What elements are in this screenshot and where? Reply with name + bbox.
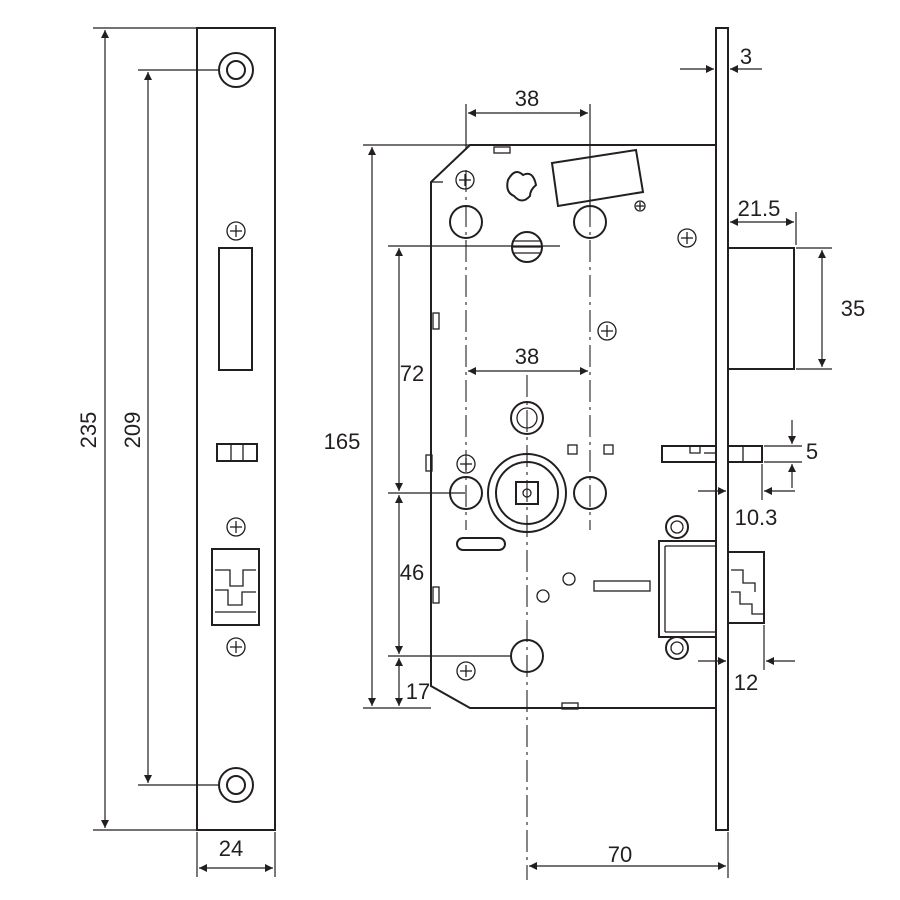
faceplate-screw-icon: [226, 221, 246, 241]
handle-cylinder-label: 46: [400, 560, 424, 585]
top-screw-hole-icon: [218, 52, 254, 88]
spring-coil-icon: [511, 231, 543, 263]
screw-spacing-label: 209: [120, 412, 145, 449]
handle-top-spacing-label: 72: [400, 361, 424, 386]
body-dimensions: 3 38 21.5 35 165 72 46 17 38: [324, 44, 865, 878]
trigger-slot: [216, 443, 258, 462]
faceplate-outline: [196, 27, 276, 831]
faceplate-thickness-label: 3: [740, 44, 752, 69]
deadbolt-opening: [211, 548, 260, 626]
deadbolt-slot-label: 5: [806, 439, 818, 464]
faceplate-dimensions: 235 209 24: [76, 27, 276, 877]
bolt-bar: [593, 580, 651, 592]
latch-height-label: 35: [841, 296, 865, 321]
latch-bolt: [728, 247, 795, 370]
case-screw-icon: [677, 228, 697, 248]
faceplate-screw-icon: [226, 517, 246, 537]
guide-slot: [456, 537, 506, 551]
handle-spacing-label: 38: [515, 344, 539, 369]
deadbolt-projection: [728, 551, 765, 624]
small-screw-icon: [634, 200, 646, 212]
case-outline: [430, 144, 716, 709]
deadbolt-offset-label: 10.3: [735, 505, 778, 530]
case-height-label: 165: [324, 429, 361, 454]
faceplate-length-label: 235: [76, 412, 101, 449]
deadbolt-housing: [658, 515, 717, 660]
case-screw-icon: [456, 661, 476, 681]
bottom-screw-hole-icon: [218, 767, 254, 803]
deadbolt-slot: [661, 445, 763, 463]
top-spacing-label: 38: [515, 86, 539, 111]
faceplate-width-label: 24: [219, 836, 243, 861]
forend-plate: [715, 27, 729, 831]
latch-opening: [218, 247, 253, 371]
faceplate-view: [196, 27, 276, 831]
latch-projection-label: 21.5: [738, 196, 781, 221]
center-lines: [465, 170, 591, 880]
backset-label: 70: [608, 842, 632, 867]
lock-body-view: [425, 27, 795, 831]
bolt-projection-label: 12: [734, 670, 758, 695]
lever-pivot: [506, 170, 538, 202]
top-screw-icon: [455, 170, 475, 190]
case-screw-icon: [597, 321, 617, 341]
faceplate-screw-icon: [226, 637, 246, 657]
cam-block: [550, 148, 645, 208]
cylinder-bottom-label: 17: [406, 679, 430, 704]
